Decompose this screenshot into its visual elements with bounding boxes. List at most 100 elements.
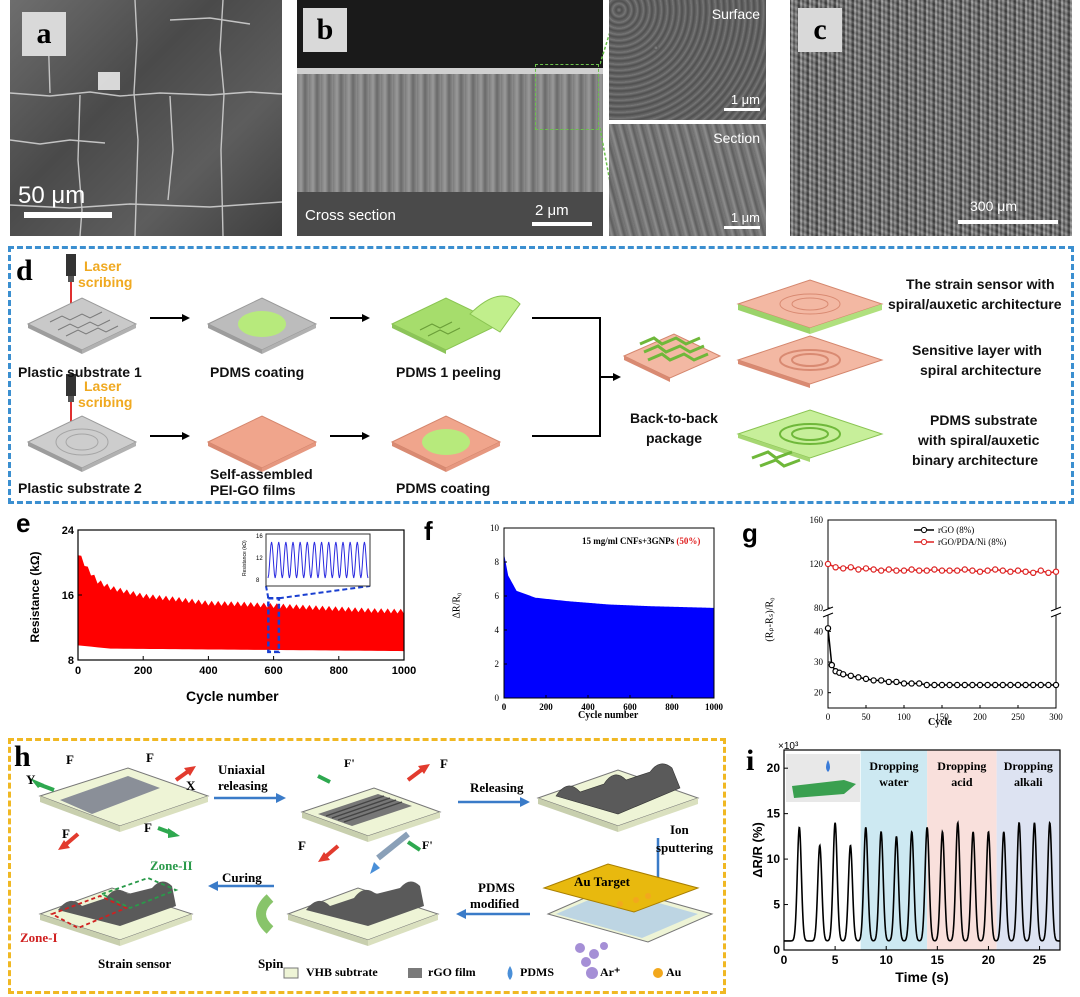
panel-h-diagram — [30, 763, 714, 980]
laser-icon-1 — [66, 254, 76, 306]
axes-frame-i — [783, 749, 1061, 951]
sem-image-b-section: Section 1 μm — [609, 124, 766, 236]
axis-break-mask-g — [822, 609, 1062, 615]
inset-signal-e — [267, 541, 369, 579]
ytick-f-0: 0 — [495, 693, 500, 703]
xtick-e-0: 0 — [75, 665, 81, 677]
panel-label-h: h — [14, 740, 31, 773]
ytick-e-16: 16 — [62, 590, 74, 602]
label-x-axis: X — [186, 778, 196, 793]
legend-symbols — [283, 966, 663, 980]
xtick-i-10: 10 — [880, 953, 894, 967]
ytick-e-24: 24 — [62, 525, 75, 537]
panel-label-a: a — [22, 12, 66, 56]
xtick-i-0: 0 — [781, 953, 788, 967]
section-text: Section — [713, 130, 760, 146]
series-point-g-0 — [984, 681, 991, 689]
zone2-label: Zone-II — [150, 858, 193, 873]
desc-3a: PDMS substrate — [930, 412, 1038, 428]
series-point-g-0 — [1052, 681, 1060, 689]
scale-bar-c — [958, 220, 1058, 224]
axis-break-g — [1050, 606, 1062, 612]
ytick-f-2: 2 — [495, 659, 500, 669]
ytick-i-5: 5 — [773, 898, 780, 912]
xtick-e-1000: 1000 — [392, 665, 416, 677]
xtick-g-250: 250 — [1011, 712, 1025, 722]
series-point-g-1 — [885, 566, 893, 573]
xtick-e-400: 400 — [199, 665, 217, 677]
sem-image-b-surface: Surface 1 μm — [609, 0, 766, 120]
xtick-g-100: 100 — [897, 712, 911, 722]
legend-pdms: PDMS — [520, 965, 554, 979]
series-point-g-0 — [1007, 681, 1014, 689]
zone1-label: Zone-I — [20, 930, 58, 945]
label-f3: F — [62, 826, 70, 841]
plastic-substrate-1-plate — [26, 297, 138, 354]
series-line-g-0 — [827, 628, 1056, 686]
series-point-g-1 — [862, 565, 870, 572]
zone-label-i-2a: Dropping — [1004, 759, 1053, 773]
surface-text: Surface — [711, 6, 760, 22]
spin-coating — [256, 831, 440, 946]
sem-image-b: b Cross section 2 μm — [297, 0, 603, 236]
step-plastic-1: Plastic substrate 1 — [18, 364, 142, 380]
target-label: Au Target — [574, 874, 630, 889]
glove-finger-i — [792, 780, 856, 798]
series-point-g-1 — [832, 564, 839, 571]
ytick-g-20: 20 — [814, 688, 824, 698]
series-point-g-1 — [1014, 567, 1022, 574]
ytick-f-8: 8 — [495, 557, 500, 567]
series-point-g-1 — [855, 566, 862, 573]
force-arrows-1 — [30, 766, 196, 850]
cross-section-text: Cross section — [305, 207, 396, 224]
legend-marker-g-1 — [920, 538, 928, 546]
step-plastic-2: Plastic substrate 2 — [18, 480, 142, 496]
label-f5: F — [440, 756, 448, 771]
xtick-g-200: 200 — [973, 712, 987, 722]
xlabel-f: Cycle number — [578, 710, 639, 721]
series-point-g-0 — [991, 681, 999, 689]
arrow-h5 — [208, 881, 274, 891]
series-point-g-0 — [908, 680, 915, 687]
series-point-g-1 — [961, 566, 968, 573]
series-point-g-0 — [828, 661, 836, 669]
zoom-line-e1 — [265, 585, 270, 599]
sem-image-c: c 300 μm — [790, 0, 1072, 236]
panel-label-i: i — [746, 744, 755, 777]
axes-frame-f — [503, 527, 715, 699]
step-pdms-coating-1: PDMS coating — [210, 364, 305, 380]
desc-3b: with spiral/auxetic — [918, 432, 1040, 448]
series-point-g-0 — [931, 681, 938, 689]
zoom-region-box — [535, 64, 599, 130]
legend-au: Au — [666, 965, 682, 979]
ion-label: Ion — [670, 822, 689, 837]
series-point-g-1 — [946, 567, 953, 574]
legend-rgo: rGO film — [428, 965, 476, 979]
film-cross-section — [297, 72, 603, 192]
legend-f-pct: (50%) — [676, 536, 700, 546]
sputter-chamber — [542, 863, 714, 967]
ytick-i-0: 0 — [773, 943, 780, 957]
panel-label-f: f — [424, 516, 433, 546]
series-point-g-1 — [877, 567, 885, 574]
series-point-g-1 — [1007, 568, 1014, 575]
ytick-f-10: 10 — [490, 523, 500, 533]
ylabel-g: (Rₚ-Rₛ)/R₀ — [764, 597, 776, 642]
series-point-g-0 — [961, 681, 968, 689]
legend-vhb: VHB subtrate — [306, 965, 378, 979]
step-pdms-peeling: PDMS 1 peeling — [396, 364, 502, 380]
series-point-g-0 — [1037, 681, 1044, 689]
inset-ytick-e: 12 — [256, 556, 263, 562]
arrow-h1 — [214, 793, 286, 803]
series-point-g-1 — [984, 567, 991, 574]
xtick-g-150: 150 — [935, 712, 949, 722]
releasing2-label: Releasing — [470, 780, 524, 795]
series-point-g-1 — [824, 560, 832, 568]
scribing-label-2: scribing — [78, 394, 133, 410]
scale-text-b: 2 μm — [535, 202, 569, 219]
panel-label-c: c — [798, 8, 842, 52]
back-to-back-package — [622, 333, 722, 382]
series-point-g-0 — [915, 680, 923, 687]
